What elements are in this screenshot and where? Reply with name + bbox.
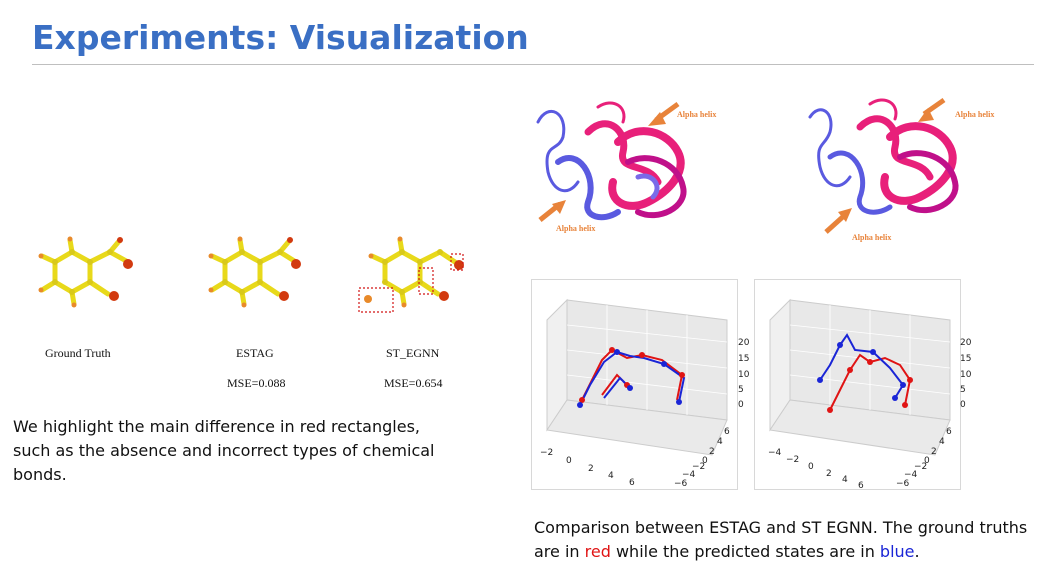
x-tick: 0 (566, 456, 572, 466)
mse-estag: MSE=0.088 (227, 376, 286, 390)
z-tick: 10 (960, 370, 972, 380)
caption-part1: Comparison between ESTAG and ST EGNN. Th… (534, 518, 1028, 561)
y-tick: −4 (904, 470, 918, 480)
x-tick: 0 (808, 462, 814, 472)
z-tick: 0 (960, 400, 966, 410)
x-tick: 2 (826, 469, 832, 479)
x-tick: −4 (768, 448, 782, 458)
description-text: We highlight the main difference in red … (13, 417, 435, 484)
mse-st-egnn: MSE=0.654 (384, 376, 443, 390)
y-tick: −6 (896, 479, 910, 489)
z-tick: 0 (738, 400, 744, 410)
y-tick: −2 (914, 462, 928, 472)
x-tick: 2 (588, 464, 594, 474)
molecule-estag (208, 236, 301, 308)
z-tick: 5 (960, 385, 966, 395)
caption-blue-word: blue (879, 542, 915, 561)
trajectory-plot-left (531, 279, 738, 490)
molecule-st-egnn (358, 236, 464, 313)
caption-part3: . (914, 542, 920, 561)
caption-red-word: red (584, 542, 611, 561)
y-tick: 4 (717, 437, 723, 447)
z-tick: 10 (738, 370, 750, 380)
x-tick: 4 (842, 475, 848, 485)
y-tick: −4 (682, 470, 696, 480)
x-tick: −2 (540, 448, 554, 458)
title-divider (32, 64, 1034, 65)
helix-label: Alpha helix (955, 110, 995, 119)
molecule-label-ground-truth: Ground Truth (45, 346, 111, 360)
helix-label: Alpha helix (677, 110, 717, 119)
x-tick: 6 (858, 481, 864, 491)
slide-title: Experiments: Visualization (32, 18, 529, 57)
y-tick: 2 (709, 447, 715, 457)
z-tick: 20 (738, 338, 750, 348)
y-tick: 6 (946, 427, 952, 437)
z-tick: 15 (960, 354, 972, 364)
y-tick: −6 (674, 479, 688, 489)
y-tick: −2 (692, 462, 706, 472)
molecule-label-estag: ESTAG (236, 346, 274, 360)
x-tick: −2 (786, 455, 800, 465)
y-tick: 2 (931, 447, 937, 457)
caption-part2: while the predicted states are in (610, 542, 880, 561)
molecule-ground-truth (38, 236, 133, 308)
helix-label: Alpha helix (852, 233, 892, 242)
protein-structure-left (536, 101, 687, 222)
y-tick: 0 (924, 456, 930, 466)
y-tick: 6 (724, 427, 730, 437)
z-tick: 15 (738, 354, 750, 364)
trajectory-plot-right (754, 279, 961, 490)
protein-structure-right (808, 97, 959, 234)
y-tick: 0 (702, 456, 708, 466)
x-tick: 6 (629, 478, 635, 488)
molecule-label-st-egnn: ST_EGNN (386, 346, 440, 360)
z-tick: 20 (960, 338, 972, 348)
x-tick: 4 (608, 471, 614, 481)
y-tick: 4 (939, 437, 945, 447)
z-tick: 5 (738, 385, 744, 395)
figure-caption: Comparison between ESTAG and ST EGNN. Th… (534, 516, 1039, 564)
helix-label: Alpha helix (556, 224, 596, 233)
